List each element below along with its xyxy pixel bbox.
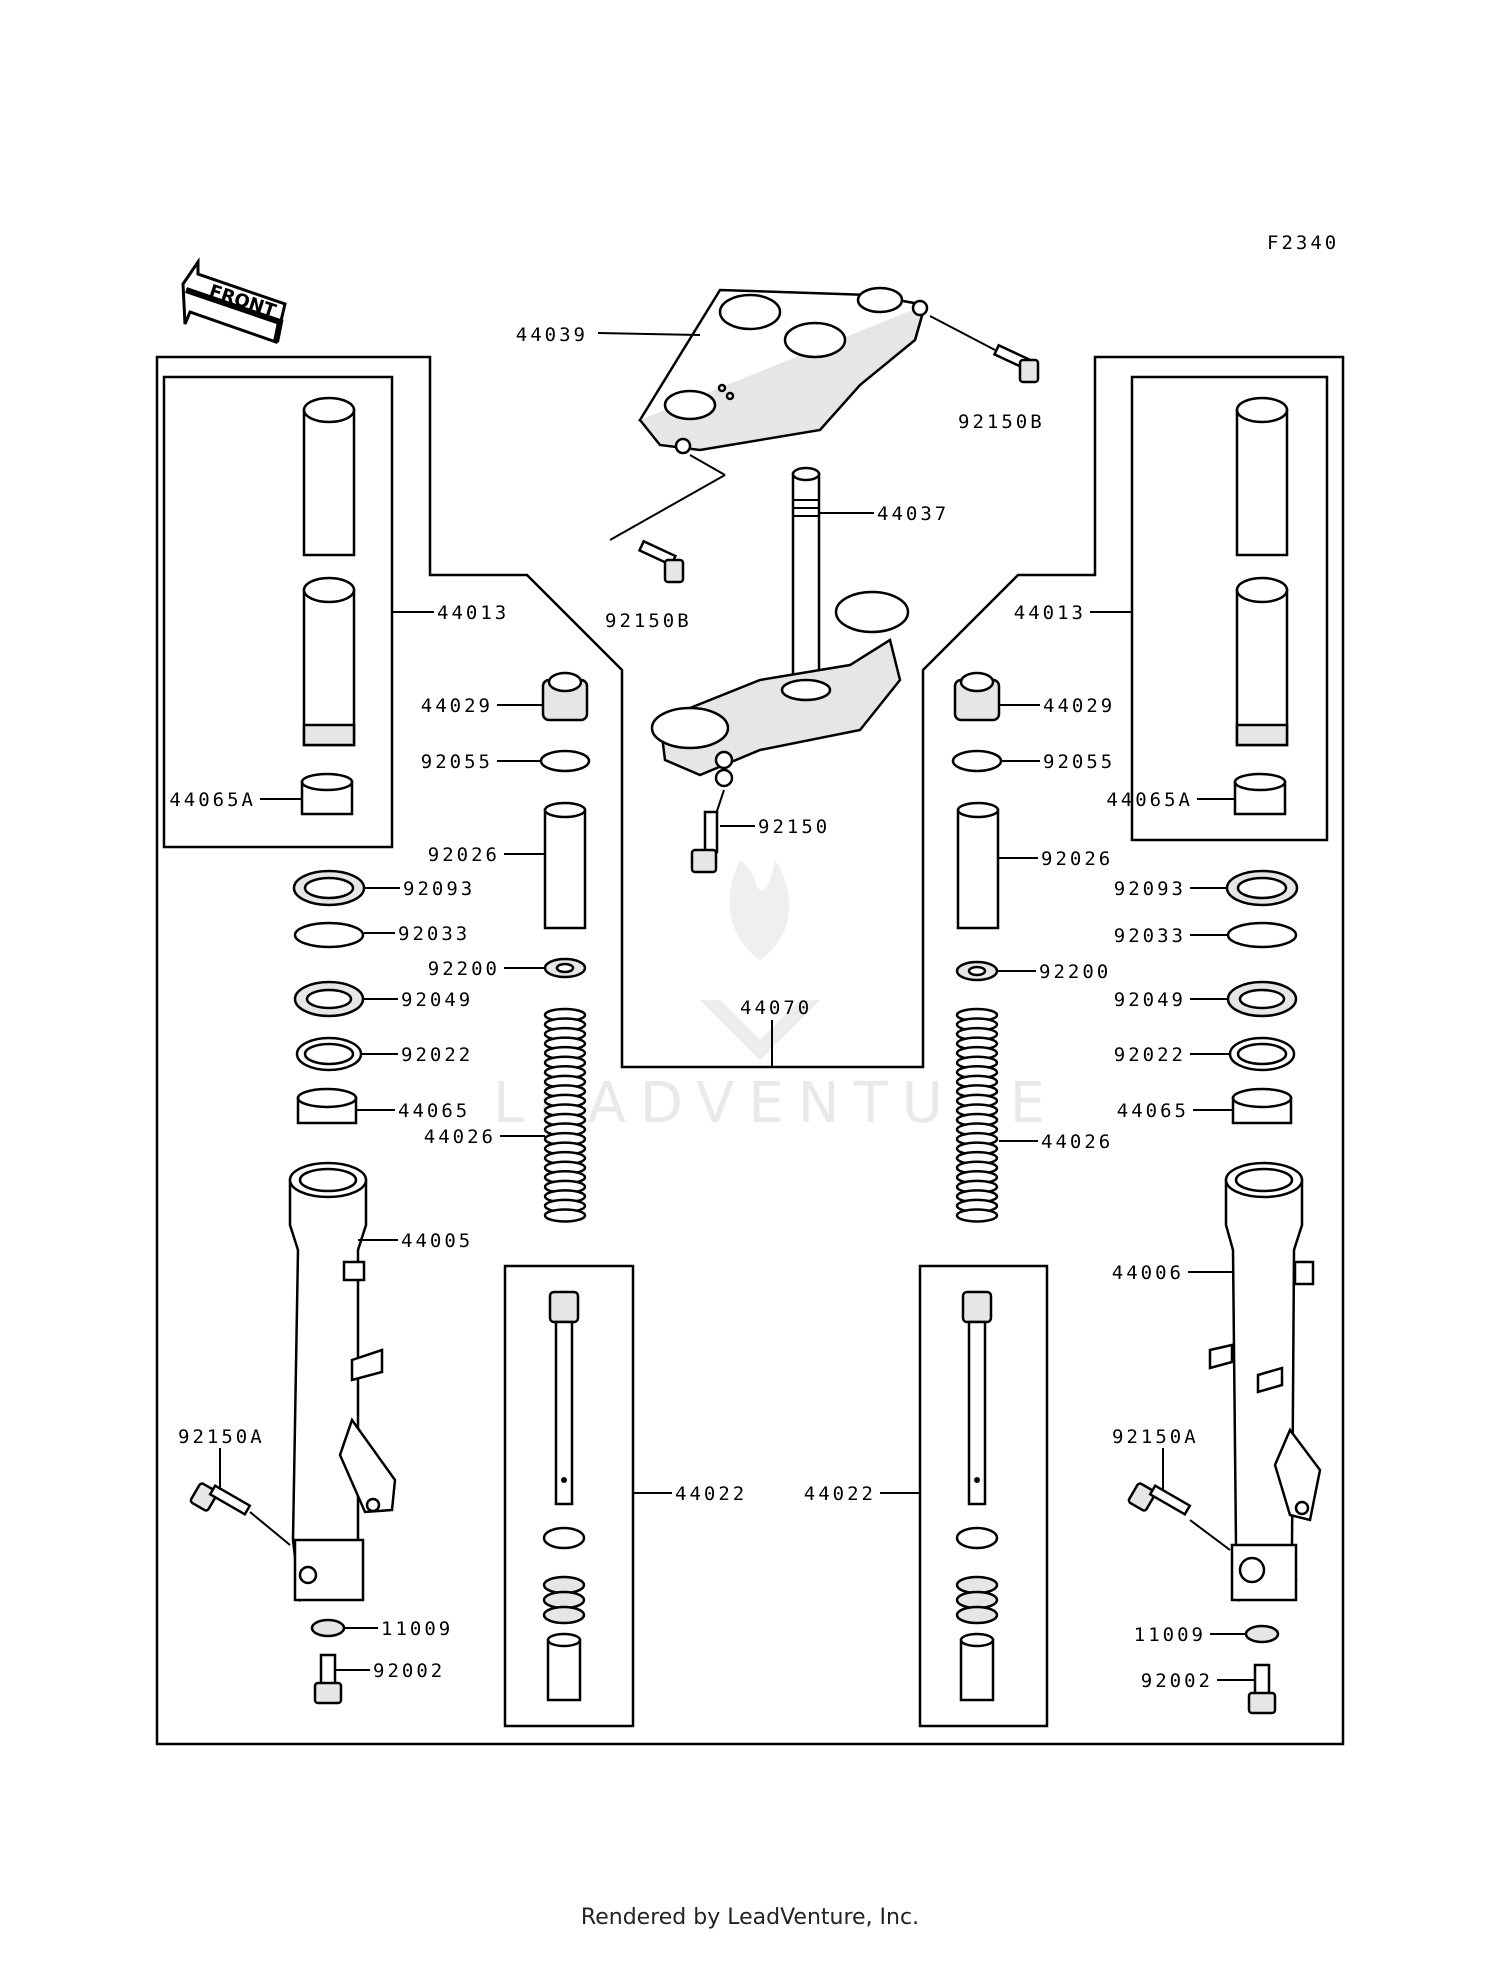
left-cylinder bbox=[542, 1290, 586, 1702]
left-bushing-a bbox=[300, 772, 354, 816]
label-left-spring: 44026 bbox=[424, 1126, 496, 1148]
left-inner-tube bbox=[302, 396, 356, 747]
label-right-tube: 44013 bbox=[1014, 602, 1086, 624]
label-left-dust-seal: 92093 bbox=[403, 878, 475, 900]
right-oring bbox=[951, 749, 1003, 773]
label-right-bushing: 44065 bbox=[1117, 1100, 1189, 1122]
label-left-bushing-a: 44065A bbox=[169, 789, 256, 811]
footer-credit: Rendered by LeadVenture, Inc. bbox=[580, 1905, 920, 1930]
top-bracket-bolt bbox=[992, 343, 1040, 384]
top-bracket bbox=[637, 286, 929, 455]
label-left-cylinder: 44022 bbox=[675, 1483, 747, 1505]
label-right-bushing-a: 44065A bbox=[1106, 789, 1193, 811]
spring-coil bbox=[543, 1208, 587, 1223]
label-left-collar: 92026 bbox=[428, 844, 500, 866]
label-right-spring: 44026 bbox=[1041, 1131, 1113, 1153]
right-bushing-a bbox=[1233, 772, 1287, 816]
label-right-collar: 92026 bbox=[1041, 848, 1113, 870]
left-drain-bolt bbox=[313, 1653, 343, 1705]
label-stem-bolt: 92150 bbox=[758, 816, 830, 838]
right-tube-box bbox=[1130, 375, 1329, 842]
label-left-gasket: 11009 bbox=[381, 1618, 453, 1640]
spring-coil bbox=[955, 1208, 999, 1223]
front-arrow: FRONT bbox=[181, 257, 287, 344]
label-left-drain: 92002 bbox=[373, 1660, 445, 1682]
left-spring bbox=[543, 1007, 587, 1223]
left-bushing bbox=[296, 1087, 358, 1125]
label-right-oil-seal: 92049 bbox=[1114, 989, 1186, 1011]
fork-assembly-frame bbox=[155, 355, 1345, 1746]
right-clip bbox=[1226, 921, 1298, 949]
right-outer-tube bbox=[1208, 1161, 1322, 1602]
steering-stem bbox=[650, 466, 910, 788]
label-clamp-bolt: 92150B bbox=[605, 610, 692, 632]
label-right-cap: 44029 bbox=[1043, 695, 1115, 717]
left-gasket bbox=[310, 1618, 346, 1638]
right-bushing bbox=[1231, 1087, 1293, 1125]
label-left-outer: 44005 bbox=[401, 1230, 473, 1252]
right-axle-bolt bbox=[1127, 1482, 1192, 1517]
right-gasket bbox=[1244, 1624, 1280, 1644]
left-cylinder-box bbox=[503, 1264, 635, 1728]
label-right-gasket: 11009 bbox=[1134, 1624, 1206, 1646]
left-outer-tube bbox=[288, 1161, 397, 1603]
right-spring bbox=[955, 1007, 999, 1223]
label-right-dust-seal: 92093 bbox=[1114, 878, 1186, 900]
right-cylinder-box bbox=[918, 1264, 1049, 1728]
left-axle-bolt bbox=[189, 1482, 252, 1517]
label-left-washer2: 92022 bbox=[401, 1044, 473, 1066]
right-fork-cap bbox=[953, 671, 1001, 722]
label-left-oring: 92055 bbox=[421, 751, 493, 773]
left-collar bbox=[543, 801, 587, 930]
label-left-bushing: 44065 bbox=[398, 1100, 470, 1122]
right-inner-tube bbox=[1235, 396, 1289, 747]
left-tube-box bbox=[162, 375, 394, 849]
left-fork-cap bbox=[541, 671, 589, 722]
label-right-oring: 92055 bbox=[1043, 751, 1115, 773]
label-right-washer: 92200 bbox=[1039, 961, 1111, 983]
label-top-bracket: 44039 bbox=[516, 324, 588, 346]
label-right-drain: 92002 bbox=[1141, 1670, 1213, 1692]
label-left-tube: 44013 bbox=[437, 602, 509, 624]
label-top-bracket-bolt: 92150B bbox=[958, 411, 1045, 433]
right-drain-bolt bbox=[1247, 1663, 1277, 1715]
label-stem-head: 44037 bbox=[877, 503, 949, 525]
left-clip bbox=[293, 921, 365, 949]
label-left-clip: 92033 bbox=[398, 923, 470, 945]
label-right-clip: 92033 bbox=[1114, 925, 1186, 947]
label-right-axle-bolt: 92150A bbox=[1112, 1426, 1199, 1448]
label-left-oil-seal: 92049 bbox=[401, 989, 473, 1011]
right-cylinder bbox=[955, 1290, 999, 1702]
right-collar bbox=[956, 801, 1000, 930]
left-oring bbox=[539, 749, 591, 773]
label-right-washer2: 92022 bbox=[1114, 1044, 1186, 1066]
label-left-washer: 92200 bbox=[428, 958, 500, 980]
figure-code: F2340 bbox=[1267, 232, 1339, 254]
label-right-outer: 44006 bbox=[1112, 1262, 1184, 1284]
stem-bolt bbox=[690, 810, 719, 874]
label-left-axle-bolt: 92150A bbox=[178, 1426, 265, 1448]
label-left-cap: 44029 bbox=[421, 695, 493, 717]
clamp-bolt bbox=[637, 539, 685, 584]
label-right-cylinder: 44022 bbox=[804, 1483, 876, 1505]
label-fork-assy: 44070 bbox=[740, 997, 812, 1019]
